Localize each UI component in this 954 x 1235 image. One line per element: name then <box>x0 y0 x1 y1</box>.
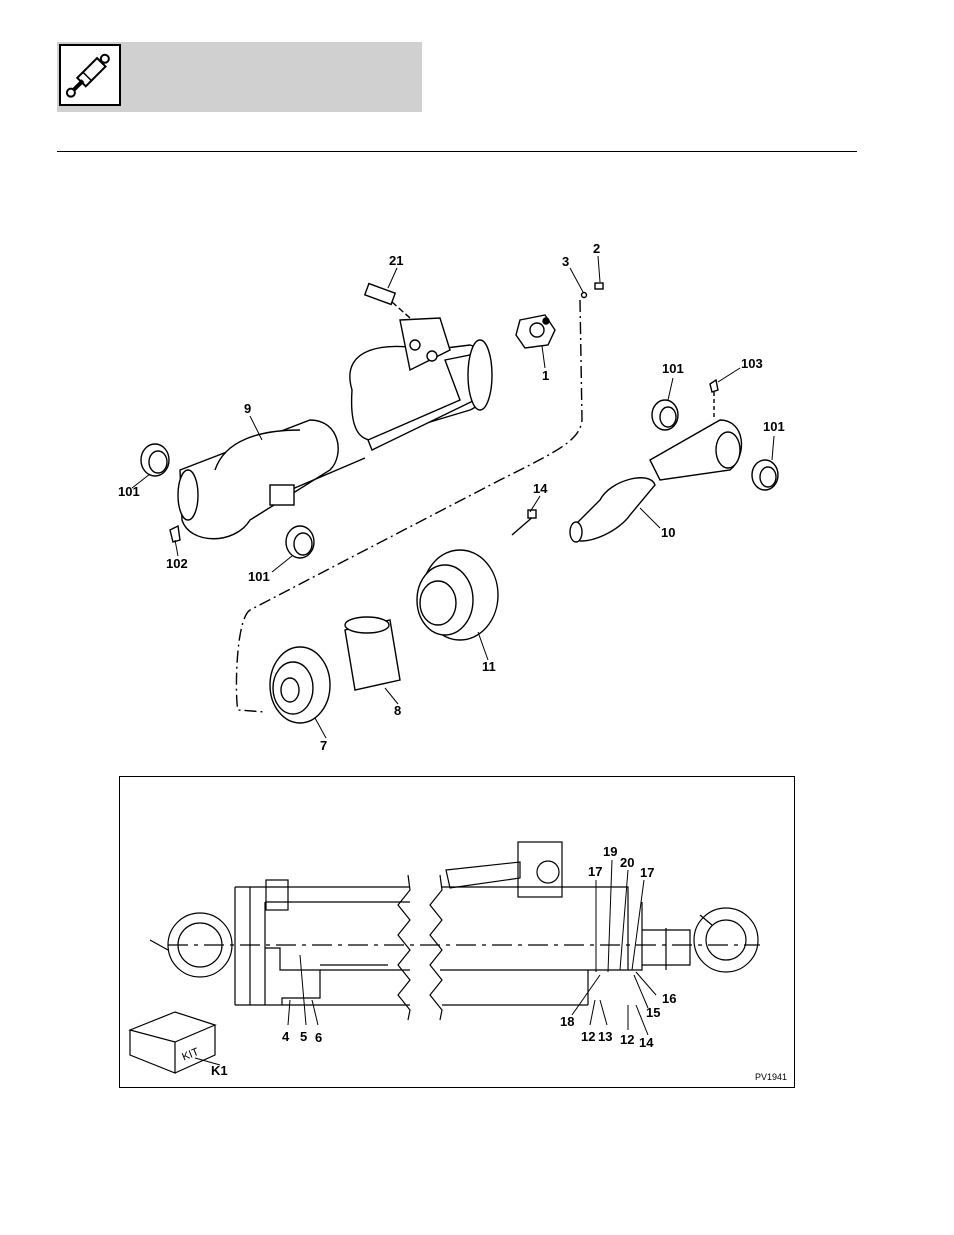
callout-101-a: 101 <box>662 361 684 376</box>
callout-14: 14 <box>533 481 548 496</box>
callout-6: 6 <box>315 1030 322 1045</box>
callout-9: 9 <box>244 401 251 416</box>
callout-13: 13 <box>598 1029 612 1044</box>
header-rule <box>57 151 857 152</box>
callout-20: 20 <box>620 855 634 870</box>
section-view-frame <box>119 776 795 1088</box>
callout-101-d: 101 <box>248 569 270 584</box>
callout-5: 5 <box>300 1029 307 1044</box>
callout-21: 21 <box>389 253 403 268</box>
callout-101-c: 101 <box>118 484 140 499</box>
callout-3: 3 <box>562 254 569 269</box>
callout-15: 15 <box>646 1005 660 1020</box>
callout-11: 11 <box>482 659 496 674</box>
callout-14-b: 14 <box>639 1035 654 1050</box>
kit-box-label: KIT <box>180 1046 201 1064</box>
callout-k1: K1 <box>211 1063 228 1078</box>
figure-code: PV1941 <box>755 1072 787 1082</box>
callout-1: 1 <box>542 368 549 383</box>
callout-17-b: 17 <box>640 865 654 880</box>
callout-12-a: 12 <box>581 1029 595 1044</box>
callout-17-a: 17 <box>588 864 602 879</box>
section-view-diagram: 19 17 20 17 16 15 18 12 13 12 14 4 5 6 K… <box>128 841 787 1082</box>
callout-4: 4 <box>282 1029 290 1044</box>
fitting-21 <box>363 282 411 319</box>
callout-10: 10 <box>661 525 675 540</box>
callout-8: 8 <box>394 703 401 718</box>
callout-102: 102 <box>166 556 188 571</box>
hydraulic-cylinder-icon <box>59 44 121 106</box>
callout-101-b: 101 <box>763 419 785 434</box>
callout-19: 19 <box>603 844 617 859</box>
callout-103: 103 <box>741 356 763 371</box>
callout-2: 2 <box>593 241 600 256</box>
exploded-parts-diagram: 21 3 2 1 101 103 9 101 14 10 101 102 101… <box>118 241 785 753</box>
callout-16: 16 <box>662 991 676 1006</box>
callout-18: 18 <box>560 1014 574 1029</box>
callout-12-b: 12 <box>620 1032 634 1047</box>
callout-7: 7 <box>320 738 327 753</box>
